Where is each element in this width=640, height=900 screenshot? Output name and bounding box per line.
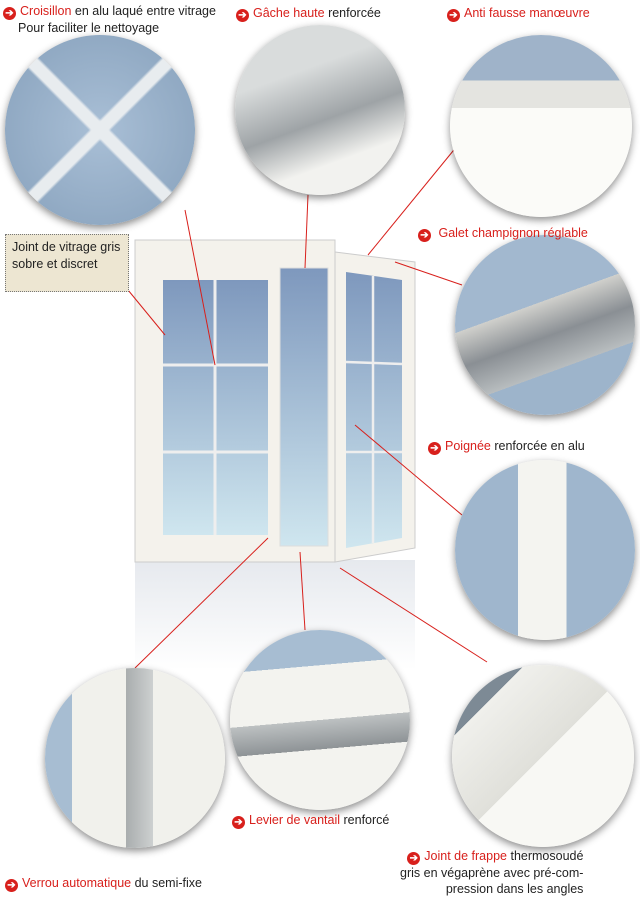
arrow-right-icon: ➔ xyxy=(232,816,245,829)
arrow-right-icon: ➔ xyxy=(418,229,431,242)
arrow-right-icon: ➔ xyxy=(5,879,18,892)
arrow-right-icon: ➔ xyxy=(428,442,441,455)
arrow-right-icon: ➔ xyxy=(447,9,460,22)
detail-verrou xyxy=(45,668,225,848)
label-galet: ➔ Galet champignon réglable xyxy=(418,225,588,242)
detail-croisillon xyxy=(5,35,195,225)
detail-levier xyxy=(230,630,410,810)
arrow-right-icon: ➔ xyxy=(3,7,16,20)
joint-vitrage-note: Joint de vitrage gris sobre et discret xyxy=(5,234,129,292)
detail-joint-frappe xyxy=(452,665,634,847)
arrow-right-icon: ➔ xyxy=(407,852,421,865)
label-levier: ➔Levier de vantail renforcé xyxy=(232,812,389,829)
detail-poignee xyxy=(455,460,635,640)
label-anti: ➔Anti fausse manœuvre xyxy=(447,5,590,22)
detail-anti-fausse-manoeuvre xyxy=(450,35,632,217)
label-verrou: ➔Verrou automatique du semi-fixe xyxy=(5,875,202,892)
callout-lines xyxy=(127,139,488,669)
label-poignee: ➔Poignée renforcée en alu xyxy=(428,438,585,455)
detail-galet xyxy=(455,235,635,415)
arrow-right-icon: ➔ xyxy=(236,9,249,22)
label-gache: ➔Gâche haute renforcée xyxy=(236,5,381,22)
detail-gache xyxy=(235,25,405,195)
